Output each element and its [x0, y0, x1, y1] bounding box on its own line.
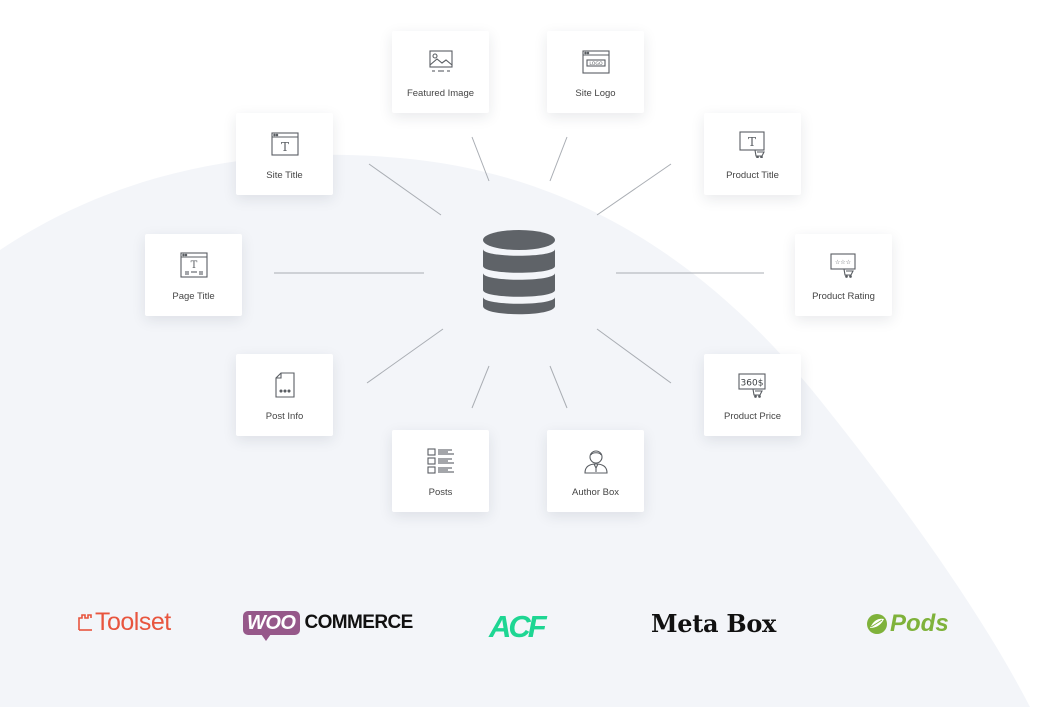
svg-text:T: T [747, 135, 755, 149]
user-avatar-icon [580, 446, 612, 476]
node-label: Product Title [726, 170, 779, 181]
connector-author-box [549, 365, 568, 409]
svg-text:360$: 360$ [740, 379, 763, 389]
woo-text: WOO [247, 612, 296, 634]
node-author-box: Author Box [547, 430, 644, 512]
connector-featured-image [471, 136, 490, 182]
woo-badge: WOO [243, 611, 300, 641]
node-site-title: T Site Title [236, 113, 333, 195]
node-label: Author Box [572, 487, 619, 498]
pods-logo: Pods [866, 610, 949, 638]
star-rating-icon: ☆☆☆ [828, 250, 860, 280]
database-icon [483, 230, 555, 315]
connector-posts [471, 365, 490, 409]
node-label: Product Rating [812, 291, 875, 302]
logo-window-icon: LOGO [580, 47, 612, 77]
connector-post-info [366, 328, 444, 384]
svg-text:LOGO: LOGO [589, 61, 603, 67]
node-product-title: T Product Title [704, 113, 801, 195]
connector-product-price [596, 328, 672, 384]
toolset-logo: Toolset [78, 608, 171, 637]
svg-text:T: T [190, 260, 197, 271]
commerce-text: COMMERCE [304, 612, 414, 633]
node-posts: Posts [392, 430, 489, 512]
toolset-logo-text: Toolset [95, 608, 171, 636]
pods-logo-text: Pods [890, 610, 949, 637]
page-title-icon: T [178, 250, 210, 280]
document-dots-icon [269, 370, 301, 400]
post-list-icon [425, 446, 457, 476]
svg-text:☆☆☆: ☆☆☆ [834, 259, 850, 266]
node-page-title: T Page Title [145, 234, 242, 316]
node-product-rating: ☆☆☆ Product Rating [795, 234, 892, 316]
metabox-logo-text: Meta Box [651, 609, 777, 638]
connector-site-title [368, 163, 442, 216]
node-label: Site Logo [575, 88, 616, 99]
node-label: Post Info [265, 411, 304, 422]
node-label: Page Title [172, 291, 215, 302]
connector-site-logo [549, 136, 568, 182]
connector-product-title [596, 163, 672, 216]
acf-logo-text: ACF [489, 609, 547, 644]
toolset-mark-icon [78, 614, 92, 631]
woocommerce-logo: WOO COMMERCE [243, 611, 414, 641]
node-label: Posts [428, 487, 453, 498]
image-icon [425, 47, 457, 77]
node-product-price: 360$ Product Price [704, 354, 801, 436]
metabox-logo: Meta Box [651, 609, 776, 638]
acf-logo: ACF [489, 609, 547, 645]
title-window-icon: T [269, 129, 301, 159]
price-tag-icon: 360$ [737, 370, 769, 400]
node-label: Featured Image [406, 88, 475, 99]
product-title-icon: T [737, 129, 769, 159]
node-post-info: Post Info [236, 354, 333, 436]
pods-leaf-icon [867, 614, 887, 634]
svg-text:T: T [280, 140, 288, 154]
node-label: Product Price [723, 411, 782, 422]
node-site-logo: LOGO Site Logo [547, 31, 644, 113]
node-featured-image: Featured Image [392, 31, 489, 113]
node-label: Site Title [266, 170, 303, 181]
woo-badge-tail [261, 634, 271, 641]
